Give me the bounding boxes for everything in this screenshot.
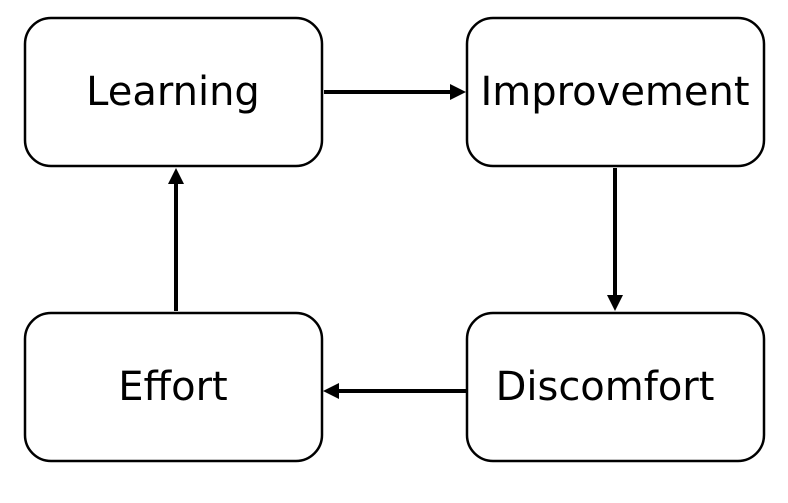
node-learning-box [23, 16, 324, 168]
node-discomfort-box [465, 311, 766, 463]
node-effort-label: Effort [118, 364, 227, 410]
edge-effort-to-learning [168, 168, 184, 311]
node-learning-label: Learning [86, 69, 260, 115]
node-learning: Learning [23, 16, 324, 168]
edge-learning-to-improvement [324, 84, 466, 100]
arrowhead-right-icon [450, 84, 466, 100]
arrowhead-left-icon [323, 383, 339, 399]
edge-discomfort-to-effort [323, 383, 466, 399]
node-improvement-label: Improvement [480, 69, 749, 115]
node-improvement-box [465, 16, 766, 168]
node-discomfort: Discomfort [465, 311, 766, 463]
arrowhead-down-icon [607, 295, 623, 311]
node-effort: Effort [23, 311, 324, 463]
arrowhead-up-icon [168, 168, 184, 184]
node-discomfort-label: Discomfort [496, 364, 715, 410]
edge-improvement-to-discomfort [607, 168, 623, 311]
node-improvement: Improvement [465, 16, 766, 168]
node-effort-box [23, 311, 324, 463]
